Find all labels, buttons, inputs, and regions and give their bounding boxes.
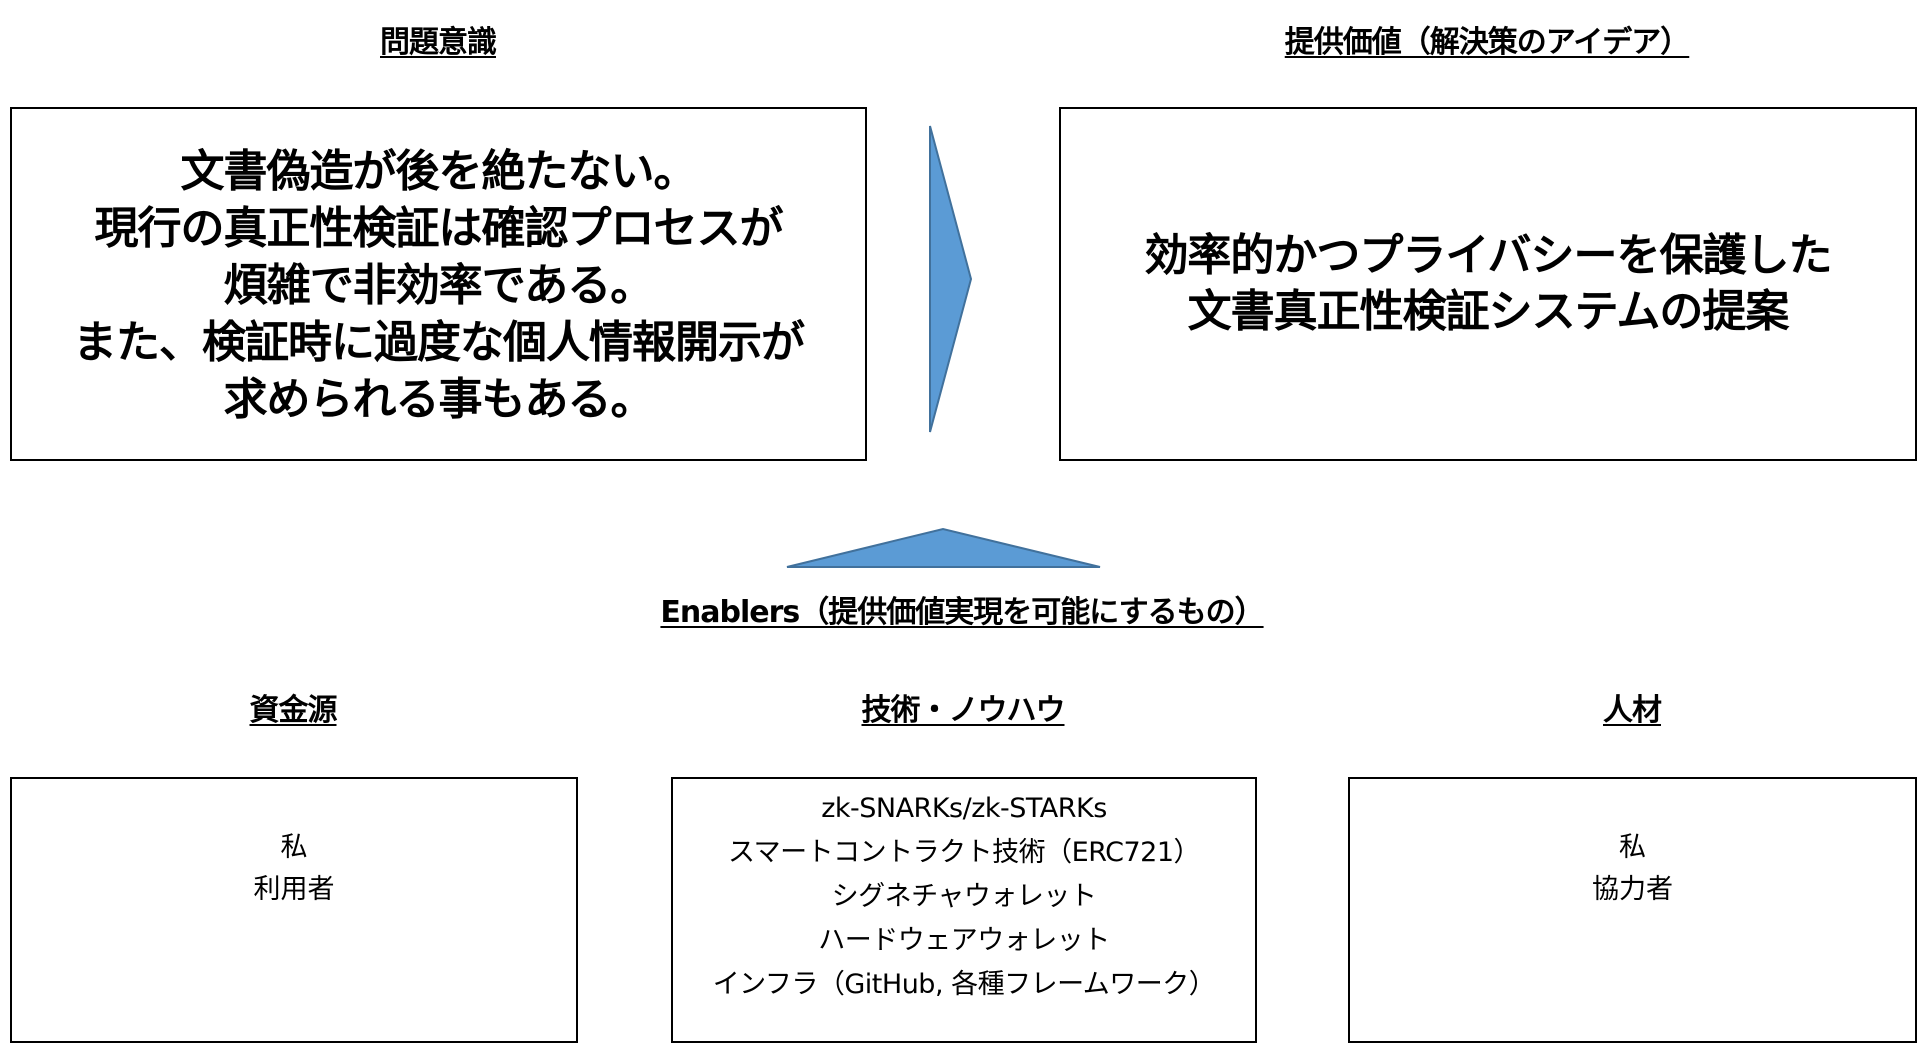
problem-line: 現行の真正性検証は確認プロセスが [94, 202, 784, 254]
problem-line: 煩雑で非効率である。 [223, 259, 655, 311]
value-line: 文書真正性検証システムの提案 [1187, 286, 1790, 337]
value-line: 効率的かつプライバシーを保護した [1144, 230, 1832, 281]
value-heading: 提供価値（解決策のアイデア） [1284, 25, 1690, 60]
problem-line: 文書偽造が後を絶たない。 [180, 145, 698, 197]
tech-heading: 技術・ノウハウ [861, 693, 1066, 728]
enablers-heading: Enablers（提供価値実現を可能にするもの） [660, 595, 1264, 630]
people-box: 私 協力者 [1348, 777, 1917, 1043]
tech-item: ハードウェアウォレット [818, 925, 1110, 956]
tech-item: インフラ（GitHub, 各種フレームワーク） [712, 969, 1216, 1000]
funding-heading: 資金源 [249, 693, 338, 728]
people-item: 協力者 [1592, 874, 1673, 905]
people-heading: 人材 [1603, 693, 1662, 728]
tech-box: zk-SNARKs/zk-STARKs スマートコントラクト技術（ERC721）… [671, 777, 1257, 1043]
value-box: 効率的かつプライバシーを保護した 文書真正性検証システムの提案 [1059, 107, 1917, 461]
funding-item: 利用者 [253, 874, 335, 905]
tech-item: シグネチャウォレット [831, 881, 1097, 912]
tech-item: zk-SNARKs/zk-STARKs [821, 793, 1107, 824]
problem-heading: 問題意識 [380, 25, 497, 60]
problem-line: また、検証時に過度な個人情報開示が [73, 316, 805, 368]
problem-box: 文書偽造が後を絶たない。 現行の真正性検証は確認プロセスが 煩雑で非効率である。… [10, 107, 867, 461]
funding-item: 私 [280, 832, 308, 863]
people-item: 私 [1619, 832, 1646, 863]
tech-item: スマートコントラクト技術（ERC721） [727, 837, 1201, 868]
problem-line: 求められる事もある。 [223, 373, 655, 425]
funding-box: 私 利用者 [10, 777, 578, 1043]
